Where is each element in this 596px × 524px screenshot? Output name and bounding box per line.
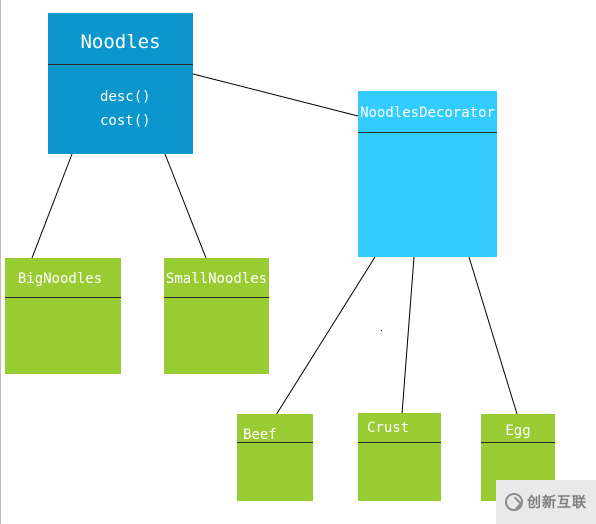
stray-dot <box>381 330 382 331</box>
edge-decorator-egg <box>468 256 518 415</box>
small-noodles-class-name: SmallNoodles <box>165 271 268 287</box>
edge-noodles-decorator <box>192 73 359 117</box>
watermark-text: 创新互联 <box>527 495 587 511</box>
noodles-decorator-class-box: NoodlesDecorator <box>358 91 497 257</box>
beef-class-box: Beef <box>237 414 313 501</box>
beef-class-name: Beef <box>243 427 277 443</box>
left-border <box>0 0 1 524</box>
big-noodles-class-box: BigNoodles <box>5 258 121 374</box>
decorator-separator <box>358 132 497 133</box>
edge-decorator-crust <box>401 256 415 415</box>
big-noodles-class-name: BigNoodles <box>17 271 103 287</box>
crust-class-name: Crust <box>367 420 410 436</box>
decorator-class-name: NoodlesDecorator <box>360 105 495 121</box>
noodles-class-box: Noodles desc() cost() <box>48 13 193 154</box>
egg-separator <box>481 442 555 443</box>
beef-separator <box>237 442 313 443</box>
crust-separator <box>358 442 441 443</box>
egg-class-name: Egg <box>505 423 531 439</box>
watermark: 创新互联 <box>496 480 596 524</box>
logo-icon <box>505 493 523 511</box>
big-noodles-separator <box>5 297 121 298</box>
edge-noodles-smallnoodles <box>164 153 207 259</box>
edge-decorator-beef <box>275 256 376 416</box>
edge-noodles-bignoodles <box>31 153 73 259</box>
method-desc: desc() <box>100 89 151 105</box>
small-noodles-separator <box>164 297 269 298</box>
noodles-class-name: Noodles <box>80 31 161 53</box>
method-cost: cost() <box>100 113 151 129</box>
small-noodles-class-box: SmallNoodles <box>164 258 269 374</box>
crust-class-box: Crust <box>358 413 441 501</box>
noodles-separator <box>48 64 193 65</box>
